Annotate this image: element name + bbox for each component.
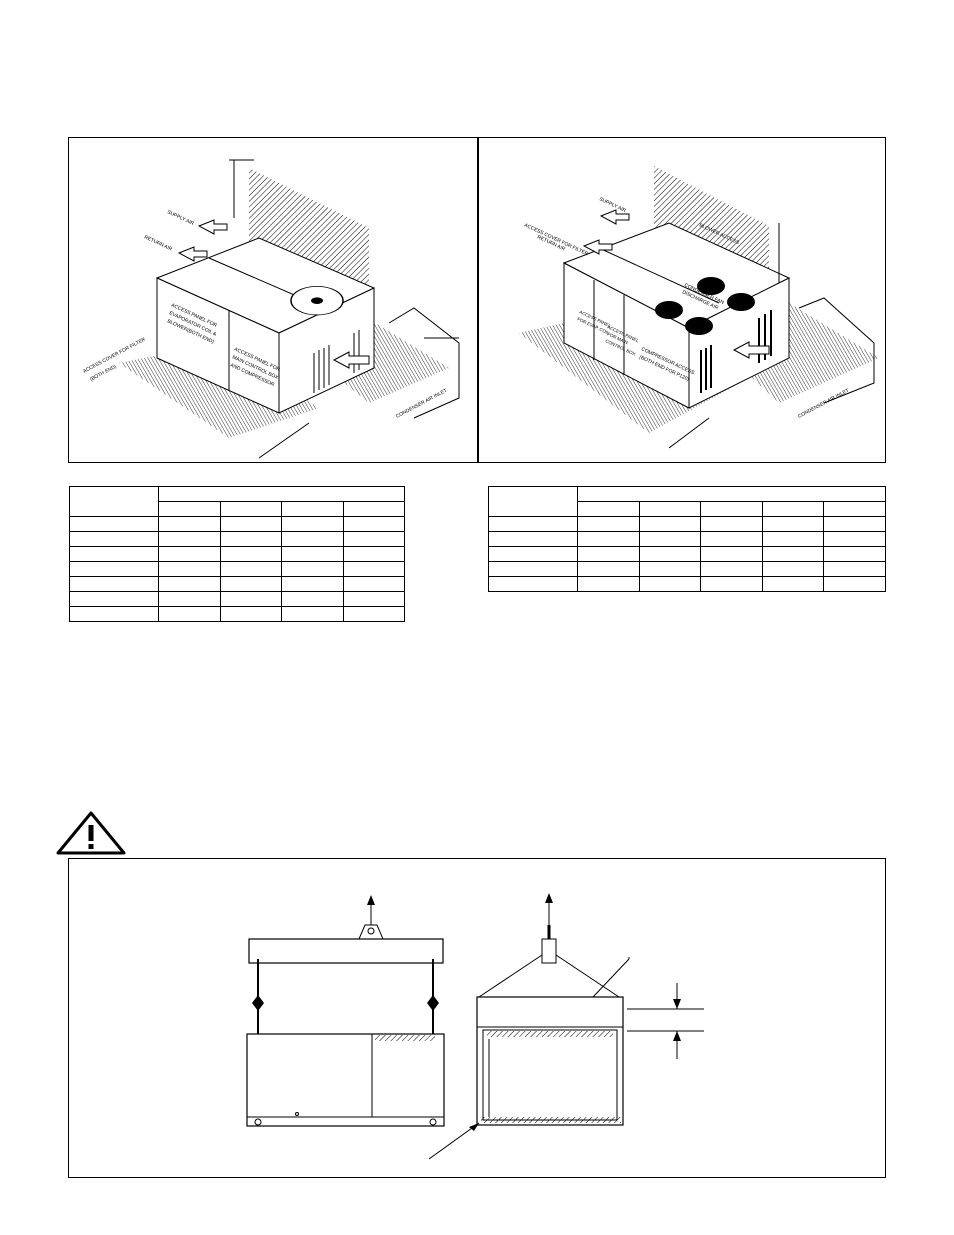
clearance-figure-box: SUPPLY AIR RETURN AIR ACCESS PANEL FOR E…	[68, 137, 886, 463]
rigging-figure-box	[68, 858, 886, 1178]
supply-air-label: SUPPLY AIR	[166, 209, 195, 227]
return-air-label: RETURN AIR	[143, 234, 173, 252]
figure-divider	[477, 138, 479, 462]
svg-text:ACCESS COVER FOR FILTER: ACCESS COVER FOR FILTER	[523, 222, 589, 257]
left-unit-drawing: SUPPLY AIR RETURN AIR ACCESS PANEL FOR E…	[82, 159, 460, 459]
condenser-fan-icons	[655, 277, 755, 335]
clearance-table-right	[488, 486, 886, 592]
svg-text:CONDENSER AIR INLET: CONDENSER AIR INLET	[797, 388, 850, 420]
return-air-arrow-icon	[177, 246, 208, 262]
warning-triangle-icon	[56, 811, 126, 855]
supply-air-arrow-icon	[197, 219, 228, 235]
clearance-table-left	[69, 486, 405, 622]
rigging-drawing	[246, 893, 704, 1160]
inlet-arrow-icon	[332, 351, 370, 369]
right-unit-drawing: SUPPLY AIR ACCESS COVER FOR FILTER RETUR…	[519, 166, 879, 449]
